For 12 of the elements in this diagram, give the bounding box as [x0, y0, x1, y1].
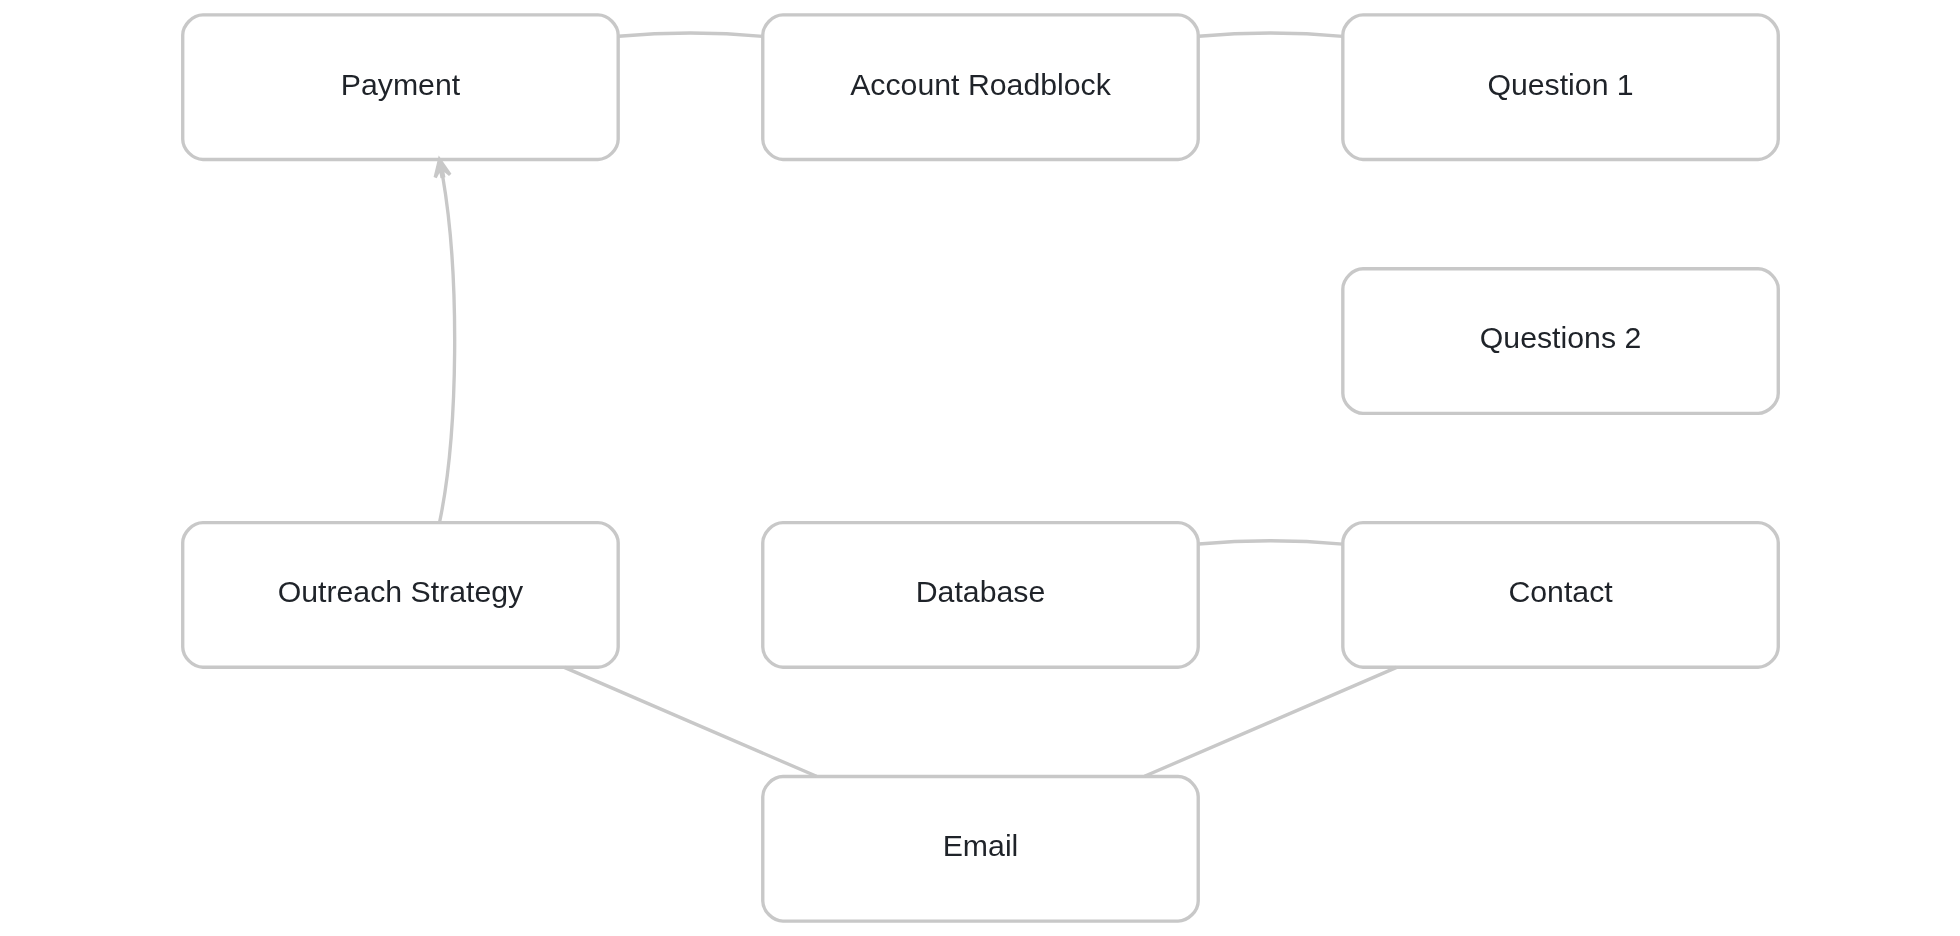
node-box: Questions 2: [1340, 267, 1780, 416]
connector: [1197, 31, 1343, 38]
node-box: Email: [760, 774, 1200, 923]
node-box: Outreach Strategy: [180, 520, 620, 669]
connector: [1197, 539, 1343, 546]
connector: [617, 31, 763, 38]
node-box: Database: [760, 520, 1200, 669]
arrow: [433, 157, 456, 523]
node-box: Contact: [1340, 520, 1780, 669]
node-box: Account Roadblock: [760, 13, 1200, 162]
node-box: Question 1: [1340, 13, 1780, 162]
node-box: Payment: [180, 13, 620, 162]
